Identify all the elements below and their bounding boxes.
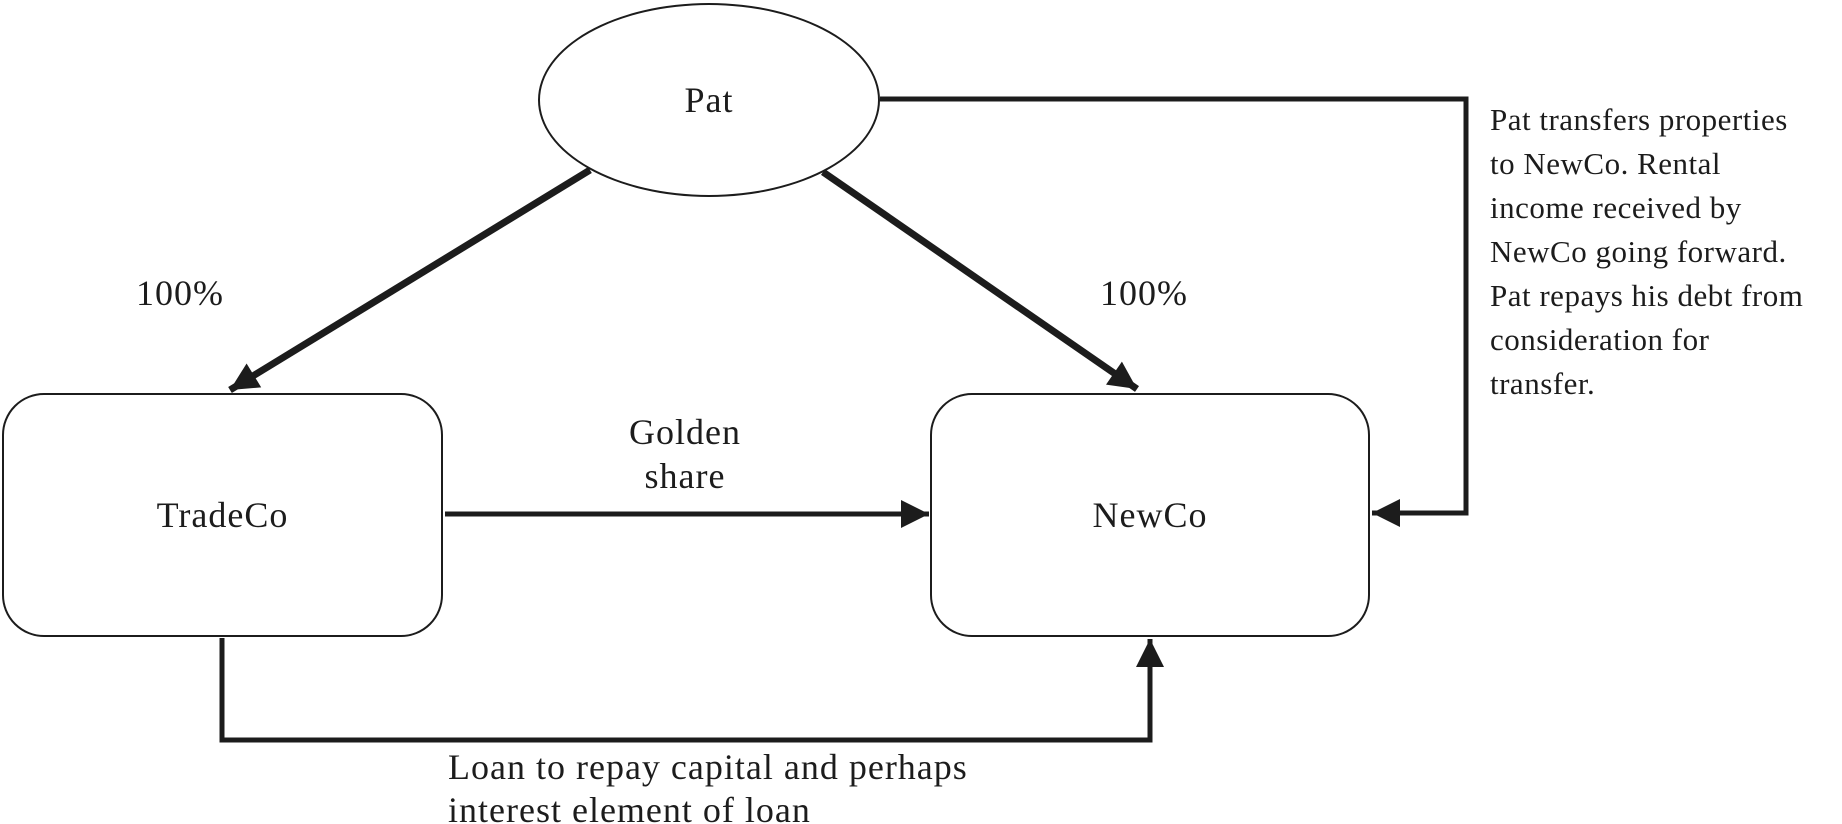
node-tradeco-label: TradeCo: [156, 495, 289, 535]
transfer-note-line-5: Pat repays his debt from: [1490, 278, 1804, 313]
node-pat-label: Pat: [684, 80, 734, 120]
loan-label-line-1: Loan to repay capital and perhaps: [448, 747, 968, 787]
node-tradeco: TradeCo: [2, 393, 443, 637]
golden-share-line-2: share: [644, 456, 726, 496]
node-pat: Pat: [538, 3, 880, 197]
transfer-note-line-7: transfer.: [1490, 366, 1596, 401]
transfer-note: Pat transfers properties to NewCo. Renta…: [1490, 98, 1842, 406]
transfer-note-line-6: consideration for: [1490, 322, 1710, 357]
transfer-note-line-4: NewCo going forward.: [1490, 234, 1787, 269]
node-newco-label: NewCo: [1092, 495, 1208, 535]
node-newco: NewCo: [930, 393, 1370, 637]
edge-pat-transfer-to-newco: [880, 96, 1469, 527]
golden-share-line-1: Golden: [629, 412, 741, 452]
edge-pat-to-newco: [821, 169, 1139, 392]
edge-label-golden-share: Golden share: [560, 410, 810, 498]
edge-tradeco-loan-to-newco: [219, 638, 1164, 743]
edge-label-pat-tradeco-ownership: 100%: [136, 273, 224, 313]
transfer-note-line-1: Pat transfers properties: [1490, 102, 1788, 137]
transfer-note-line-2: to NewCo. Rental: [1490, 146, 1721, 181]
transfer-note-line-3: income received by: [1490, 190, 1742, 225]
loan-label-line-2: interest element of loan: [448, 790, 811, 824]
edge-pat-to-tradeco: [228, 167, 592, 393]
edge-label-pat-newco-ownership: 100%: [1100, 273, 1188, 313]
edge-label-loan: Loan to repay capital and perhaps intere…: [448, 746, 968, 824]
